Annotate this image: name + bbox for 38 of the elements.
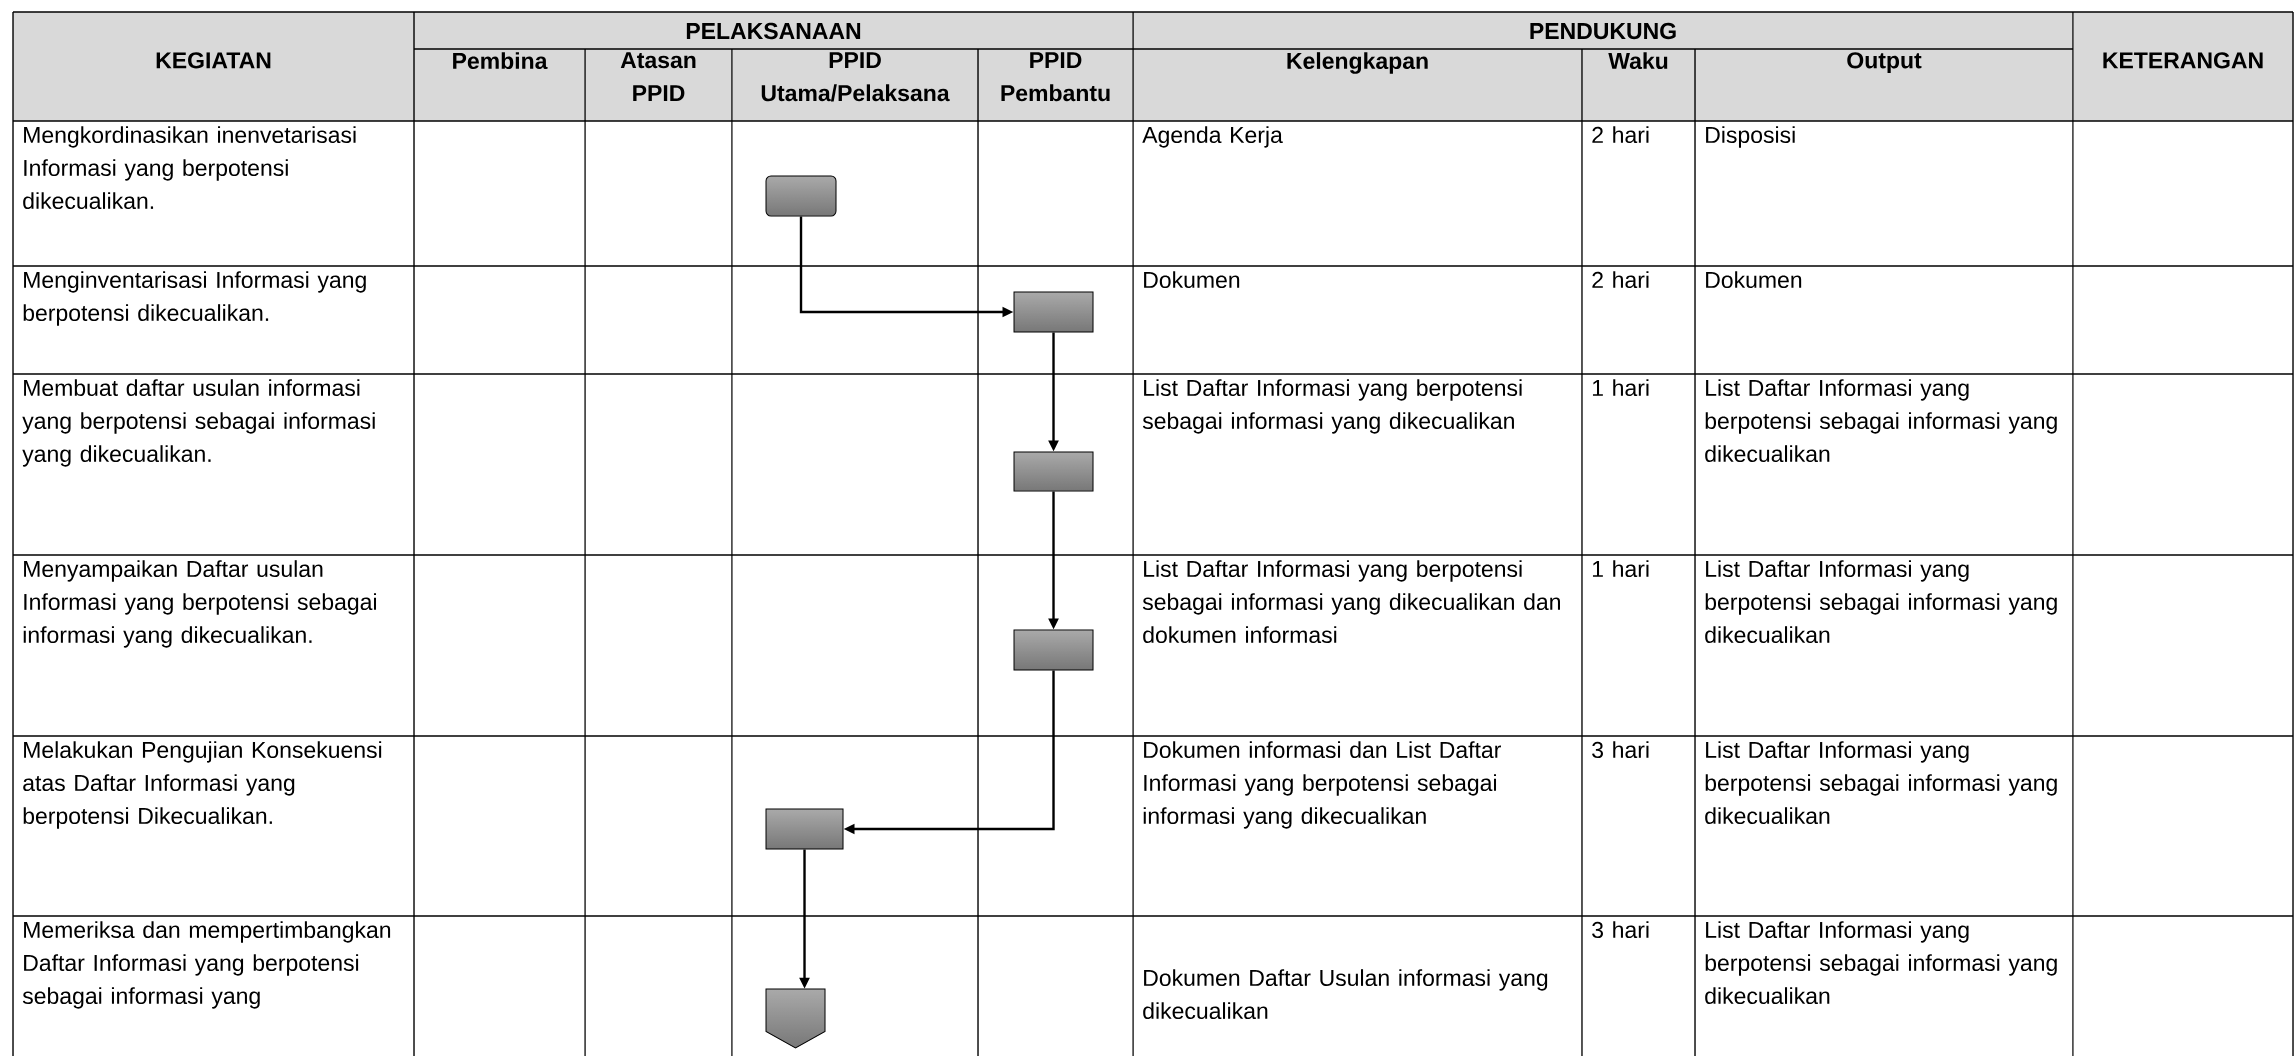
table-cell: 3 hari <box>1592 921 1649 939</box>
header-cell: PENDUKUNG <box>1530 22 1676 40</box>
table-cell: 3 hari <box>1592 741 1649 759</box>
table-cell: Dokumen <box>1706 271 1802 289</box>
table-cell: 1 hari <box>1592 379 1649 397</box>
header-cell: KETERANGAN <box>2103 52 2263 69</box>
header-cell: Waku <box>1608 52 1668 70</box>
table-cell: List Daftar Informasi yang berpotensi sebagai informasi yang dikecualikan <box>1705 741 2057 825</box>
process-box <box>765 175 837 217</box>
table-cell: Dokumen Daftar Usulan informasi yang dikecualikan <box>1143 969 1548 1020</box>
table-cell: List Daftar Informasi yang berpotensi sebagai informasi yang dikecualikan <box>1705 560 2057 644</box>
off-page-connector <box>765 988 826 1049</box>
header-cell: Output <box>1847 52 1922 73</box>
table-cell: List Daftar Informasi yang berpotensi sebagai informasi yang dikecualikan <box>1705 379 2057 463</box>
table-cell: Memeriksa dan mempertimbangkan Daftar Informasi yang berpotensi sebagai informasi yang <box>22 921 391 1009</box>
process-box <box>765 808 844 850</box>
table-cell: Mengkordinasikan inenvetarisasi Informasi yang berpotensi dikecualikan. <box>23 126 356 210</box>
table-cell: 1 hari <box>1592 560 1649 578</box>
process-box <box>1013 629 1094 671</box>
table-cell: 2 hari <box>1592 126 1649 144</box>
table-cell: Menyampaikan Daftar usulan Informasi yang berpotensi sebagai informasi yang dikecualikan. <box>23 560 376 648</box>
header-cell: Atasan PPID <box>620 52 696 101</box>
table-cell: Melakukan Pengujian Konsekuensi atas Daftar Informasi yang berpotensi Dikecualikan. <box>23 741 382 829</box>
table-cell: List Daftar Informasi yang berpotensi sebagai informasi yang dikecualikan dan dokumen informasi <box>1142 560 1560 644</box>
header-cell: Pembina <box>453 52 548 70</box>
table-cell: 2 hari <box>1592 271 1649 289</box>
table-cell: List Daftar Informasi yang berpotensi sebagai informasi yang dikecualikan <box>1142 379 1522 434</box>
table-cell: List Daftar Informasi yang berpotensi sebagai informasi yang dikecualikan <box>1705 921 2057 1005</box>
table-cell: Membuat daftar usulan informasi yang berpotensi sebagai informasi yang dikecualikan. <box>22 379 375 467</box>
table-cell: Agenda Kerja <box>1142 126 1283 148</box>
header-cell: KEGIATAN <box>156 52 271 69</box>
header-cell: PELAKSANAAN <box>686 22 861 40</box>
process-box <box>1013 451 1094 492</box>
table-cell: Disposisi <box>1706 126 1795 148</box>
header-cell: PPID Pembantu <box>1001 52 1110 102</box>
process-box <box>1013 291 1094 333</box>
header-cell: Kelengkapan <box>1287 52 1428 74</box>
table-cell: Menginventarisasi Informasi yang berpotensi dikecualikan. <box>23 271 366 326</box>
